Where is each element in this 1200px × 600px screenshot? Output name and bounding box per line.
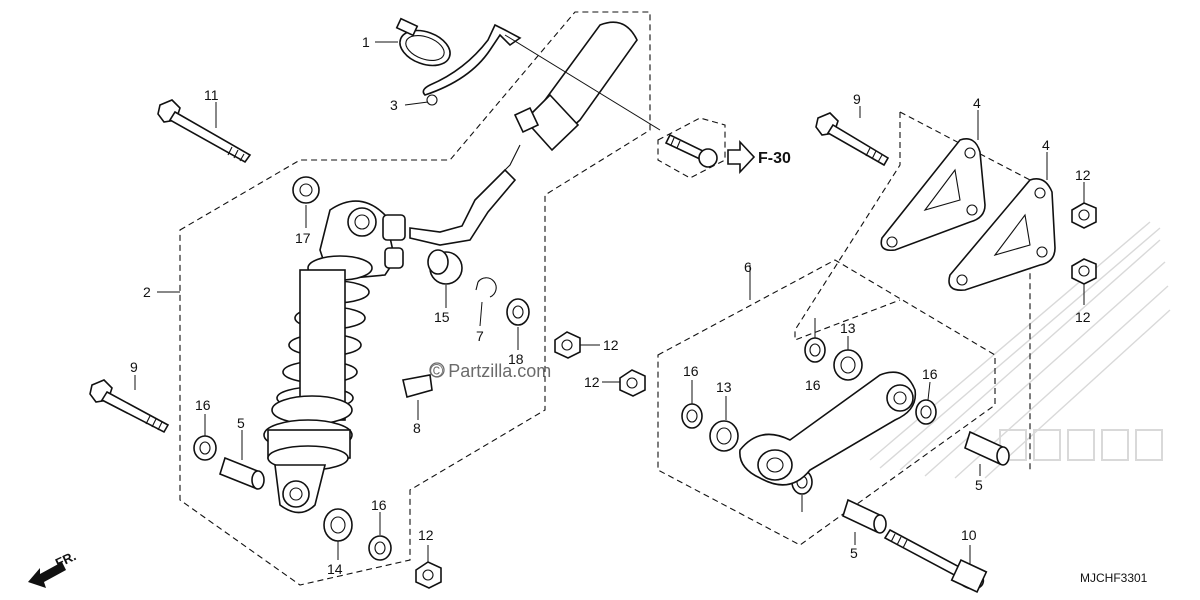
nut-12d [1071,258,1097,285]
callout-1: 1 [362,34,370,50]
bolt-reference-border [657,117,726,179]
shock-upper-bolt [157,99,252,164]
bracket-group-border [794,112,901,341]
shock-arm [739,371,917,486]
shock-group-border [179,11,651,586]
linkage-bolt [883,528,988,593]
bushing [427,249,463,285]
reference-bolt [664,133,718,168]
nut-12c [1071,202,1097,229]
reservoir-bracket [422,23,522,106]
callout-16-bottom: 16 [371,497,387,513]
callout-7: 7 [476,328,484,344]
nut-12a [554,331,581,359]
direction-label: FR. [53,548,78,570]
callout-6: 6 [744,259,752,275]
caution-label [402,374,433,398]
callout-10: 10 [961,527,977,543]
callout-labels: 1 3 11 2 17 15 7 18 8 9 16 5 14 16 12 12… [130,34,1091,577]
needle-bearing-14 [323,508,353,542]
rear-shock-absorber [263,21,638,514]
dust-seal-16e [915,399,937,425]
callout-5-right: 5 [975,477,983,493]
callout-16-left: 16 [195,397,211,413]
callout-16-mid: 16 [683,363,699,379]
linkage-group-border [657,259,996,546]
callout-4-a: 4 [973,95,981,111]
callout-4-b: 4 [1042,137,1050,153]
bracket-bolt [815,112,890,167]
callout-11: 11 [204,87,219,103]
collar-bottom [842,498,887,534]
callout-18: 18 [508,351,524,367]
callout-12-right-b: 12 [1075,309,1091,325]
callout-16-right: 16 [922,366,938,382]
dust-seal-16d [804,337,826,363]
callout-13-mid: 13 [716,379,732,395]
reservoir-clamp [395,17,451,67]
nut-12e [415,561,442,589]
callout-5-bottom: 5 [850,545,858,561]
callout-13-upper: 13 [840,320,856,336]
bracket-side-line [899,111,1031,470]
callout-12-mid-b: 12 [584,374,600,390]
callout-12-mid-a: 12 [603,337,619,353]
callout-3: 3 [390,97,398,113]
callout-14: 14 [327,561,343,577]
callout-12-bottom: 12 [418,527,434,543]
callout-17: 17 [295,230,311,246]
dust-seal-17 [292,176,320,204]
diagram-code: MJCHF3301 [1080,571,1148,585]
shock-lower-bolt [89,379,170,434]
collar-right [964,430,1010,466]
callout-16-upper: 16 [805,377,821,393]
needle-bearing-13a [709,420,739,452]
callout-12-right-a: 12 [1075,167,1091,183]
callout-9-left: 9 [130,359,138,375]
callout-8: 8 [413,420,421,436]
dust-seal-16c [681,403,703,429]
dust-seal-16b [368,535,392,561]
link-bracket-a [880,138,986,252]
circlip [475,277,497,298]
watermark: © Partzilla.com [429,361,551,381]
link-bracket-b [948,178,1056,292]
collar-left [219,456,265,490]
watermark-text: © Partzilla.com [430,361,551,381]
figure-reference: F-30 [758,150,791,167]
callout-2: 2 [143,284,151,300]
fr-arrow-icon [28,562,66,588]
dust-seal-18 [506,298,530,326]
callout-5-left: 5 [237,415,245,431]
reference-arrow-icon [727,139,756,175]
callout-9-right: 9 [853,91,861,107]
dust-seal-16a [193,435,217,461]
needle-bearing-13b [833,349,863,381]
leader-lines [134,34,1085,565]
callout-15: 15 [434,309,450,325]
nut-12b [619,369,646,397]
